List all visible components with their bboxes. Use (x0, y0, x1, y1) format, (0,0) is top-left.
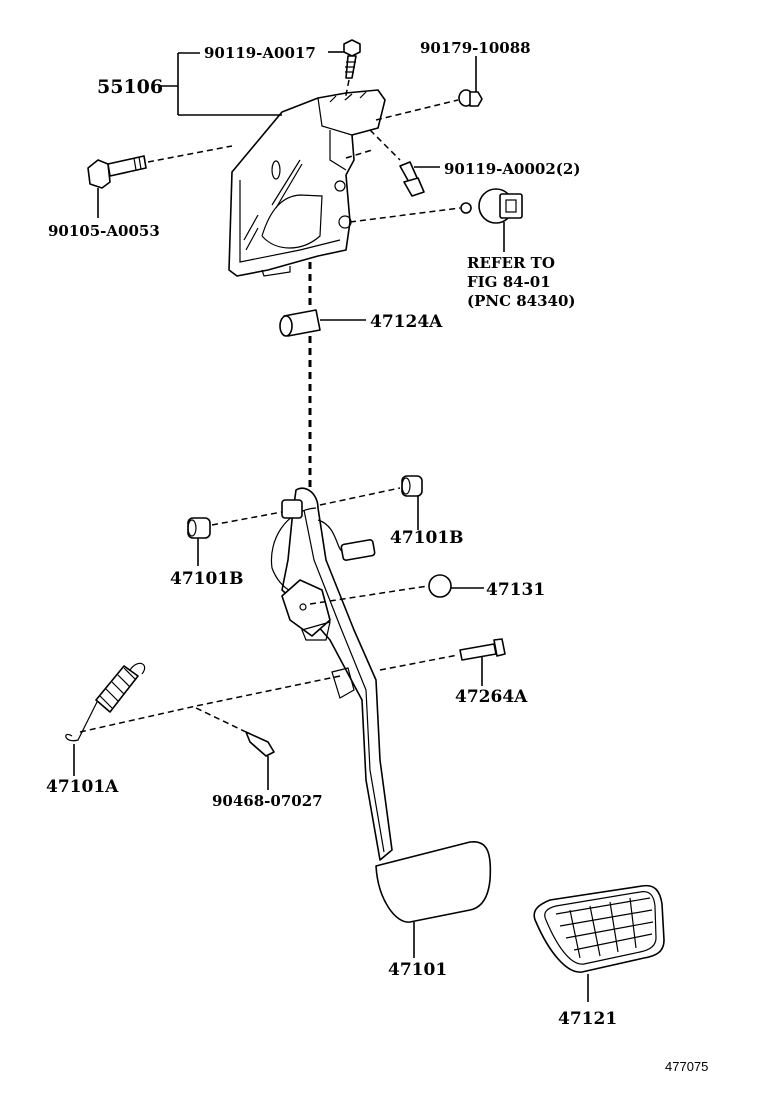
pedal-pad: 47121 (533, 884, 665, 1029)
label-pnc-84340: (PNC 84340) (467, 292, 576, 310)
pedal-bracket (228, 89, 386, 277)
label-47264A: 47264A (455, 687, 528, 707)
label-90119-A0002: 90119-A0002(2) (444, 160, 580, 178)
label-47101B-right: 47101B (390, 528, 464, 548)
brake-pedal: 47101 (270, 487, 492, 980)
stop-lamp-switch: REFER TO FIG 84-01 (PNC 84340) (349, 188, 576, 310)
collar: 47124A (279, 309, 443, 337)
figure-id: 477075 (665, 1059, 708, 1074)
label-group-bracket: 55106 (97, 52, 282, 116)
bushing-left: 47101B (170, 511, 283, 589)
bolt-small: 90119-A0002(2) (345, 129, 580, 197)
label-55106: 55106 (97, 76, 163, 98)
bolt-left: 90105-A0053 (48, 145, 233, 240)
label-90468-07027: 90468-07027 (212, 792, 323, 810)
label-47101A: 47101A (46, 777, 119, 797)
clip: 90468-07027 (195, 707, 323, 810)
bushing-right: 47101B (319, 475, 464, 548)
label-47124A: 47124A (370, 312, 443, 332)
clevis-pin: 47264A (379, 638, 528, 707)
nut: 90179-10088 (375, 39, 531, 121)
label-refer-to: REFER TO (467, 254, 555, 272)
label-fig-84-01: FIG 84-01 (467, 273, 551, 291)
bolt-top: 90119-A0017 (204, 39, 361, 101)
label-47131: 47131 (486, 580, 545, 600)
label-90179-10088: 90179-10088 (420, 39, 531, 57)
label-90105-A0053: 90105-A0053 (48, 222, 160, 240)
label-47121: 47121 (558, 1009, 617, 1029)
return-spring: 47101A (46, 662, 341, 797)
label-47101: 47101 (388, 960, 447, 980)
cushion: 47131 (309, 574, 545, 605)
label-47101B-left: 47101B (170, 569, 244, 589)
label-90119-A0017: 90119-A0017 (204, 44, 316, 62)
